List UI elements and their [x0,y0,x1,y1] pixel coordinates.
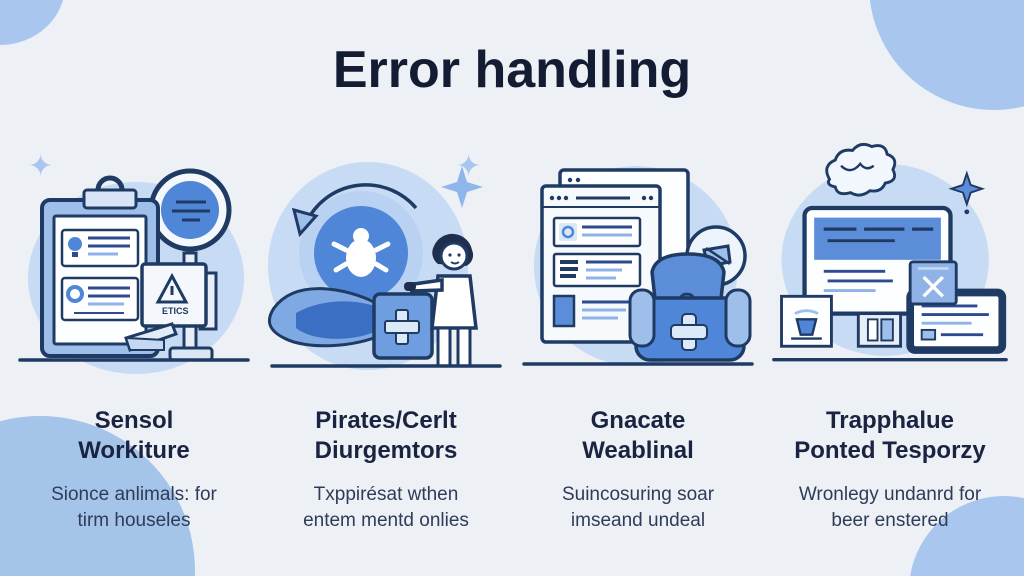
monitor-stand [856,312,902,348]
card-heading-line1: Trapphalue [825,407,954,434]
card-description: Wronlegy undanrd for beer enstered [799,482,981,534]
arrowhead-icon [291,207,319,238]
sparkle-icon [948,170,986,215]
card-sensol-workiture: ETICS Sensol Workiture Sionce anlimals: … [10,138,258,534]
armchair-icon [628,252,752,362]
warning-triangle-icon [155,272,189,304]
card-heading-line1: Gnacate [590,407,686,434]
feature-cards-row: ETICS Sensol Workiture Sionce anlimals: … [0,138,1024,534]
card-heading-line2: Weablinal [582,437,694,464]
first-aid-box-icon [372,292,434,360]
card-heading: Gnacate Weablinal [582,406,694,466]
card-desc-line1: Wronlegy undanrd for [798,484,982,505]
x-icon [922,275,944,298]
browser-header [814,217,941,260]
bug-icon [331,228,391,277]
card-heading-line1: Pirates/Cerlt [315,407,457,434]
page-title: Error handling [332,41,692,99]
card-description: Txppirésat wthen entem mentd onlies [303,482,469,534]
card-heading-line2: Diurgemtors [314,437,458,464]
card-desc-line1: Sionce anlimals: for [51,484,217,505]
card-trapphalue-tesporzy: Trapphalue Ponted Tesporzy Wronlegy unda… [766,138,1014,534]
bug-chip-icon [559,223,577,241]
error-x-card-icon [908,260,958,306]
clipboard-and-sign-illustration: ETICS [18,168,250,374]
stapler-icon [124,322,178,352]
card-heading-line2: Workiture [78,437,190,464]
card-desc-line2: imseand undeal [570,510,706,531]
card-heading-line1: Sensol [94,407,174,434]
person-and-bug-cycle-illustration [267,162,502,370]
person [404,233,478,368]
card-desc-line2: beer enstered [831,510,949,531]
card-description: Sionce anlimals: for tirm houseles [51,482,217,534]
card-pirates-diurgemtors: Pirates/Cerlt Diurgemtors Txppirésat wth… [262,138,510,534]
card-heading: Trapphalue Ponted Tesporzy [794,406,986,466]
cloth-swirl-icon [267,287,399,348]
sparkle-icon [441,166,483,208]
card-desc-line1: Txppirésat wthen [313,484,459,505]
card-desc-line1: Suincosuring soar [561,484,715,505]
card-heading-line2: Ponted Tesporzy [794,437,986,464]
browser-window-front [540,184,662,344]
gear-icon [66,285,84,303]
coffee-cup-card-icon [780,294,833,348]
armrest-left [628,288,656,348]
card-heading: Sensol Workiture [78,406,190,466]
card-desc-line2: tirm houseles [77,510,191,531]
cloud-icon [825,142,897,197]
plus-patch-icon [670,313,708,351]
monitor-and-tablet-illustration [772,142,1008,362]
corner-blob-top-left [0,0,65,45]
sparkle-icon: ✦ [28,150,54,183]
clipboard-icon [40,175,160,358]
card-gnacate-weablinal: Gnacate Weablinal Suincosuring soar imse… [514,138,762,534]
armrest-right [724,288,752,348]
card-heading: Pirates/Cerlt Diurgemtors [315,406,458,466]
bug-cycle-icon [291,183,423,315]
browser-and-armchair-illustration [522,166,754,366]
warning-document-icon: ETICS [140,262,218,331]
cup-icon [795,318,818,336]
card-description: Suincosuring soar imseand undeal [562,482,714,534]
bulb-icon [68,237,82,251]
card-desc-line2: entem mentd onlies [303,510,469,531]
doc-label: ETICS [162,306,189,316]
